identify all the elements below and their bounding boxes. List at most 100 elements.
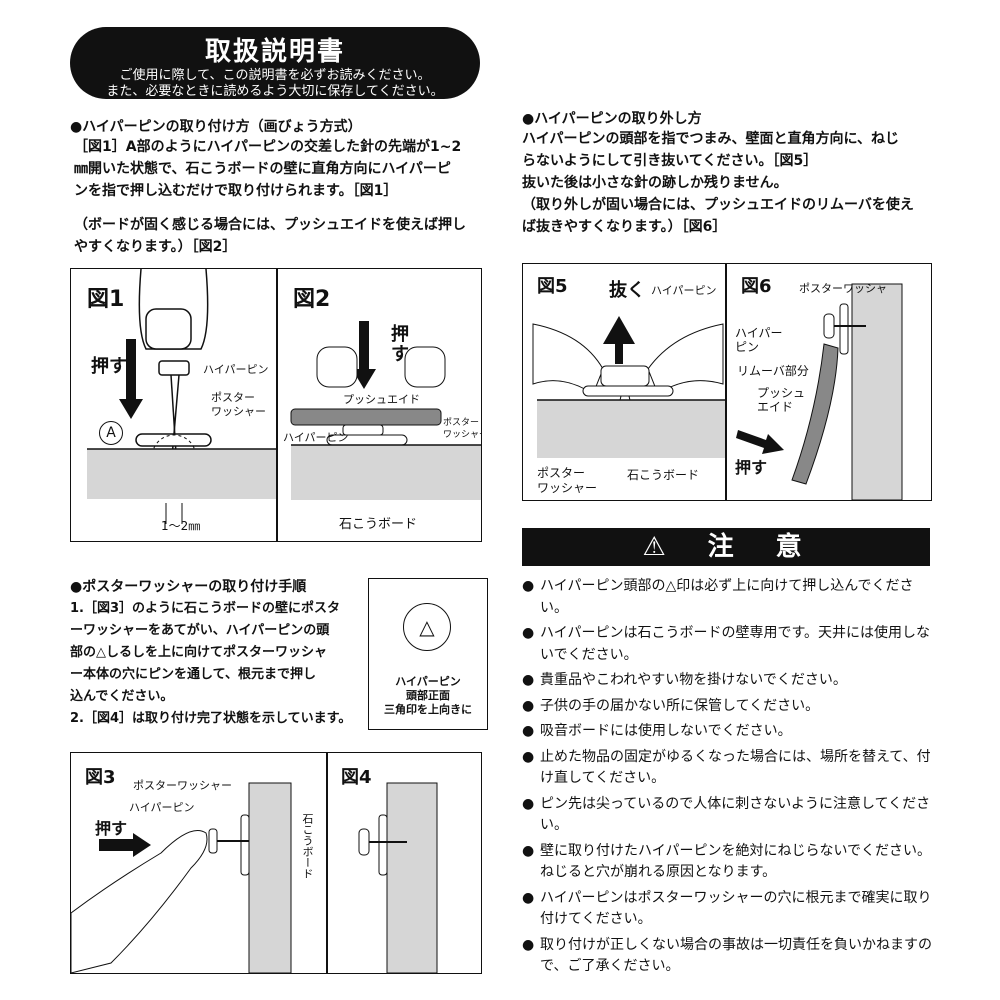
caution-item: ●止めた物品の固定がゆるくなった場合には、場所を替えて、付け直してください。 xyxy=(522,748,931,787)
figure-5-board-label: 石こうボード xyxy=(627,468,700,482)
attach-note: （ボードが固く感じる場合には、プッシュエイドを使えば押し やすくなります。）［図… xyxy=(74,214,494,258)
pin-note-line-1: ハイパーピン xyxy=(395,675,461,688)
figure-1-illustration xyxy=(87,269,276,524)
figure-3-washer-label: ポスターワッシャー xyxy=(133,779,232,792)
figure-6-pin-label-2: ピン xyxy=(735,340,760,354)
figure-3-push-label: 押す xyxy=(95,819,128,838)
pin-head-note: △ ハイパーピン 頭部正面 三角印を上向きに xyxy=(368,578,488,730)
document-title: 取扱説明書 xyxy=(204,37,345,67)
remove-line-5: ば抜きやすくなります。）［図6］ xyxy=(522,219,727,235)
figure-divider-3 xyxy=(725,264,727,500)
figure-1-pin-label: ハイパーピン xyxy=(203,363,269,376)
figure-2-push-char-2: す xyxy=(391,344,409,365)
caution-item: ●子供の手の届かない所に保管してください。 xyxy=(522,697,820,714)
figure-3-illustration xyxy=(71,782,292,973)
caution-list: ●ハイパーピン頭部の△印は必ず上に向けて押し込んでください。 ●ハイパーピンは石… xyxy=(522,576,932,982)
washer-line-1: 1.［図3］のように石こうボードの壁にポスタ xyxy=(70,601,341,616)
remove-line-1: ハイパーピンの頭部を指でつまみ、壁面と直角方向に、ねじ xyxy=(522,131,900,147)
caution-item: ●壁に取り付けたハイパーピンを絶対にねじらないでください。ねじると穴が崩れる原因… xyxy=(522,842,932,881)
figure-2-aid-label: プッシュエイド xyxy=(343,393,420,406)
figure-3-pin-label: ハイパーピン xyxy=(129,801,195,814)
figure-5-illustration xyxy=(532,316,725,458)
pin-note-line-3: 三角印を上向きに xyxy=(384,703,472,716)
figure-2-washer-label-2: ワッシャー xyxy=(443,430,481,440)
figure-4-label: 図4 xyxy=(341,767,372,788)
figure-6-washer-label: ポスターワッシャ xyxy=(799,282,887,295)
caution-item-text: ハイパーピンはポスターワッシャーの穴に根元まで確実に取り付けてください。 xyxy=(540,889,932,928)
subtitle-line-2: また、必要なときに読めるよう大切に保存してください。 xyxy=(106,84,444,99)
figure-1-mark-a: A xyxy=(99,421,123,445)
figure-5-washer-label-1: ポスター xyxy=(537,466,586,480)
figure-divider xyxy=(276,269,278,541)
washer-line-2: ーワッシャーをあてがい、ハイパーピンの頭 xyxy=(70,623,330,638)
attach-line-1: ［図1］A部のようにハイパーピンの交差した針の先端が1~2 xyxy=(74,139,462,155)
figure-1-2-box: 図1 押す ハイパーピン ポスター ワッシャー A 1～2㎜ 図2 押 す プッ… xyxy=(70,268,482,542)
caution-item-text: 止めた物品の固定がゆるくなった場合には、場所を替えて、付け直してください。 xyxy=(540,748,931,787)
washer-line-6: 2.［図4］は取り付け完了状態を示しています。 xyxy=(70,711,352,726)
figure-1-washer-label-2: ワッシャー xyxy=(211,405,266,418)
caution-item-text: 貴重品やこわれやすい物を掛けないでください。 xyxy=(540,672,847,688)
remove-line-2: らないようにして引き抜いてください。［図5］ xyxy=(522,153,818,169)
caution-item-text: ピン先は尖っているので人体に刺さないように注意してください。 xyxy=(540,795,931,834)
pin-head-note-text: ハイパーピン 頭部正面 三角印を上向きに xyxy=(369,675,487,717)
figure-6-aid-label-1: プッシュ xyxy=(757,386,806,400)
figure-2-push-char-1: 押 xyxy=(391,324,409,345)
caution-item: ●貴重品やこわれやすい物を掛けないでください。 xyxy=(522,672,847,688)
figure-6-push-label: 押す xyxy=(735,458,768,477)
remove-heading: ●ハイパーピンの取り外し方 xyxy=(522,111,702,127)
figure-6-remover-label: リムーバ部分 xyxy=(737,364,809,378)
figure-divider-2 xyxy=(326,753,328,973)
attach-line-3: ンを指で押し込むだけで取り付けられます。［図1］ xyxy=(74,183,398,199)
attach-note-line-2: やすくなります。）［図2］ xyxy=(74,239,237,255)
caution-item-text: 壁に取り付けたハイパーピンを絶対にねじらないでください。ねじると穴が崩れる原因と… xyxy=(540,842,932,881)
washer-line-5: 込んでください。 xyxy=(70,689,174,704)
caution-item-text: ハイパーピンは石こうボードの壁専用です。天井には使用しないでください。 xyxy=(540,625,931,663)
figure-2-push-label: 押 す xyxy=(391,325,409,365)
remove-line-3: 抜いた後は小さな針の跡しか残りません。 xyxy=(522,175,788,191)
caution-item: ●吸音ボードには使用しないでください。 xyxy=(522,723,792,739)
caution-item: ●ハイパーピン頭部の△印は必ず上に向けて押し込んでください。 xyxy=(522,578,914,616)
figure-2-washer-label-1: ポスター xyxy=(443,418,480,428)
figure-6-label: 図6 xyxy=(741,276,772,297)
figure-2-pin-label: ハイパーピン xyxy=(283,431,349,444)
caution-item-text: 取り付けが正しくない場合の事故は一切責任を負いかねますので、ご了承ください。 xyxy=(540,936,932,975)
remove-instructions: ハイパーピンの頭部を指でつまみ、壁面と直角方向に、ねじ らないようにして引き抜い… xyxy=(522,128,942,238)
figure-5-washer-label-2: ワッシャー xyxy=(537,481,598,495)
attach-line-2: ㎜開いた状態で、石こうボードの壁に直角方向にハイパーピ xyxy=(74,161,451,177)
figure-6-illustration xyxy=(736,283,903,500)
attach-heading: ●ハイパーピンの取り付け方（画びょう方式） xyxy=(70,119,362,135)
figure-1-gap-label: 1～2㎜ xyxy=(161,519,201,533)
washer-line-4: ー本体の穴にピンを通して、根元まで押し xyxy=(70,667,316,682)
figure-1-label: 図1 xyxy=(87,287,125,312)
figure-5-label: 図5 xyxy=(537,276,568,297)
subtitle-line-1: ご使用に際して、この説明書を必ずお読みください。 xyxy=(119,68,431,83)
figure-1-washer-label-1: ポスター xyxy=(211,391,255,404)
remove-line-4: （取り外しが固い場合には、プッシュエイドのリムーバを使え xyxy=(522,197,914,213)
caution-item-text: 吸音ボードには使用しないでください。 xyxy=(540,723,792,739)
figure-3-board-label: 石こうボード xyxy=(301,813,314,879)
figure-5-6-box: 図5 抜く ハイパーピン ポスター ワッシャー 石こうボード 図6 ポスターワッ… xyxy=(522,263,932,501)
caution-item: ●ハイパーピンは石こうボードの壁専用です。天井には使用しないでください。 xyxy=(522,625,931,663)
figure-2-label: 図2 xyxy=(293,287,331,312)
figure-6-pin-label-1: ハイパー xyxy=(735,326,783,340)
attach-instructions: ［図1］A部のようにハイパーピンの交差した針の先端が1~2 ㎜開いた状態で、石こ… xyxy=(74,136,494,202)
figure-2-illustration xyxy=(290,321,481,500)
figure-6-aid-label-2: エイド xyxy=(757,400,794,414)
washer-instructions: 1.［図3］のように石こうボードの壁にポスタ ーワッシャーをあてがい、ハイパーピ… xyxy=(70,598,370,730)
caution-item: ●取り付けが正しくない場合の事故は一切責任を負いかねますので、ご了承ください。 xyxy=(522,936,932,975)
caution-title: ⚠ 注 意 xyxy=(522,528,930,566)
caution-item-text: ハイパーピン頭部の△印は必ず上に向けて押し込んでください。 xyxy=(540,578,914,616)
figure-5-pin-label: ハイパーピン xyxy=(651,284,717,297)
pin-head-triangle: △ xyxy=(403,603,451,651)
figure-3-label: 図3 xyxy=(85,767,116,788)
caution-item: ●ピン先は尖っているので人体に刺さないように注意してください。 xyxy=(522,795,931,834)
figure-5-pull-label: 抜く xyxy=(609,280,645,301)
caution-item: ●ハイパーピンはポスターワッシャーの穴に根元まで確実に取り付けてください。 xyxy=(522,889,932,928)
caution-item-text: 子供の手の届かない所に保管してください。 xyxy=(540,697,820,714)
figure-3-4-box: 図3 ポスターワッシャー ハイパーピン 押す 石こうボード 図4 xyxy=(70,752,482,974)
pin-note-line-2: 頭部正面 xyxy=(406,689,450,702)
figure-2-board-label: 石こうボード xyxy=(339,517,418,532)
attach-note-line-1: （ボードが固く感じる場合には、プッシュエイドを使えば押し xyxy=(74,217,466,233)
figure-4-illustration xyxy=(358,782,438,973)
washer-heading: ●ポスターワッシャーの取り付け手順 xyxy=(70,579,307,595)
